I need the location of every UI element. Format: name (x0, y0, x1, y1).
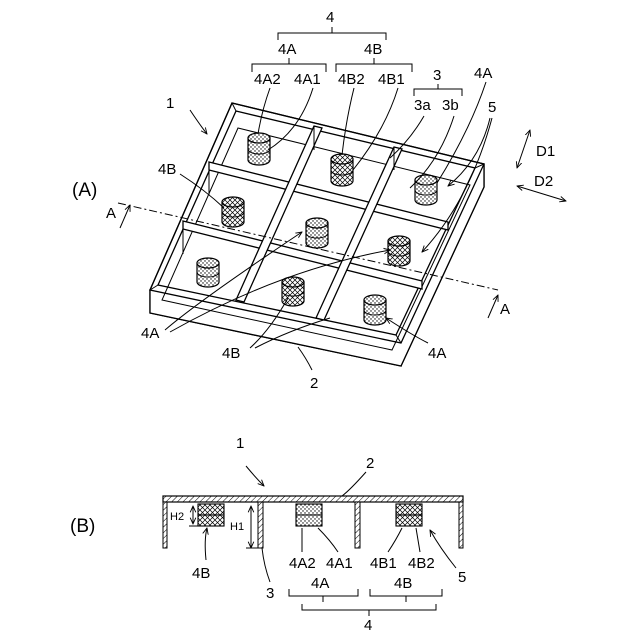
ref-4b-left: 4B (158, 161, 176, 178)
ref-b-4b2: 4B2 (408, 555, 435, 572)
ref-group-4a: 4A (278, 41, 296, 58)
ref-group-4: 4 (326, 9, 334, 26)
section-label-right: A (500, 301, 510, 318)
ref-b-base-2: 2 (366, 455, 374, 472)
ref-4a-top-right: 4A (474, 65, 492, 82)
module-4b-left (198, 504, 224, 526)
panel-label-a: (A) (72, 180, 97, 201)
direction-d1-arrow (517, 130, 530, 168)
ref-b-group-4b: 4B (394, 575, 412, 592)
partition-left (258, 502, 263, 548)
ref-tray-1: 1 (166, 95, 174, 112)
figure-b: (B) 1 2 H2 H1 4B 3 4A2 4A1 4B1 4B2 5 4A … (70, 435, 466, 634)
module-4a-cell-9 (364, 295, 386, 325)
ref-4b1: 4B1 (378, 71, 405, 88)
ref-4a1: 4A1 (294, 71, 321, 88)
ref-partition-3b: 3b (442, 97, 459, 114)
section-arrow-right (488, 295, 498, 318)
ref-4a-bottom-right: 4A (428, 345, 446, 362)
ref-b-group-4: 4 (364, 617, 372, 634)
ref-b-4a1: 4A1 (326, 555, 353, 572)
module-4a-center (296, 504, 322, 526)
section-label-left: A (106, 205, 116, 222)
module-4a-cell-7 (197, 258, 219, 287)
direction-d1-label: D1 (536, 143, 555, 160)
ref-group-4b: 4B (364, 41, 382, 58)
base-plate (163, 496, 463, 502)
ref-4a2: 4A2 (254, 71, 281, 88)
module-4b-cell-6 (388, 236, 410, 266)
module-4b-right (396, 504, 422, 526)
ref-b-4b1: 4B1 (370, 555, 397, 572)
ref-b-3: 3 (266, 585, 274, 602)
ref-b-h1: H1 (230, 521, 244, 533)
outer-wall-right (459, 502, 463, 548)
module-4b-cell-4 (222, 197, 244, 227)
ref-b-tray-1: 1 (236, 435, 244, 452)
module-4a-cell-1 (248, 133, 270, 165)
ref-4a-bottom-left: 4A (141, 325, 159, 342)
ref-b-5: 5 (458, 569, 466, 586)
bracket-4a (252, 58, 326, 72)
partition-right (355, 502, 360, 548)
bracket-b-4 (302, 604, 436, 616)
bracket-3 (414, 84, 462, 96)
ref-b-group-4a: 4A (311, 575, 329, 592)
section-arrow-left (120, 205, 130, 228)
figure-a: (A) 1 4 4A 4B 4A2 4A1 4B2 4B1 3 3a 3b 4A… (72, 9, 566, 392)
ref-5: 5 (488, 99, 496, 116)
bracket-4 (278, 27, 386, 40)
bracket-4b (336, 58, 412, 72)
module-4b-cell-2 (331, 154, 353, 186)
ref-4b-bottom: 4B (222, 345, 240, 362)
ref-b-4a2: 4A2 (289, 555, 316, 572)
direction-d2-label: D2 (534, 173, 553, 190)
outer-wall-left (163, 502, 167, 548)
ref-partition-3a: 3a (414, 97, 431, 114)
panel-label-b: (B) (70, 516, 95, 537)
module-4b-cell-8 (282, 277, 304, 306)
ref-partition-3: 3 (433, 67, 441, 84)
module-4a-cell-5 (306, 218, 328, 248)
ref-b-4b: 4B (192, 565, 210, 582)
ref-b-h2: H2 (170, 511, 184, 523)
ref-4b2: 4B2 (338, 71, 365, 88)
ref-base-2: 2 (310, 375, 318, 392)
